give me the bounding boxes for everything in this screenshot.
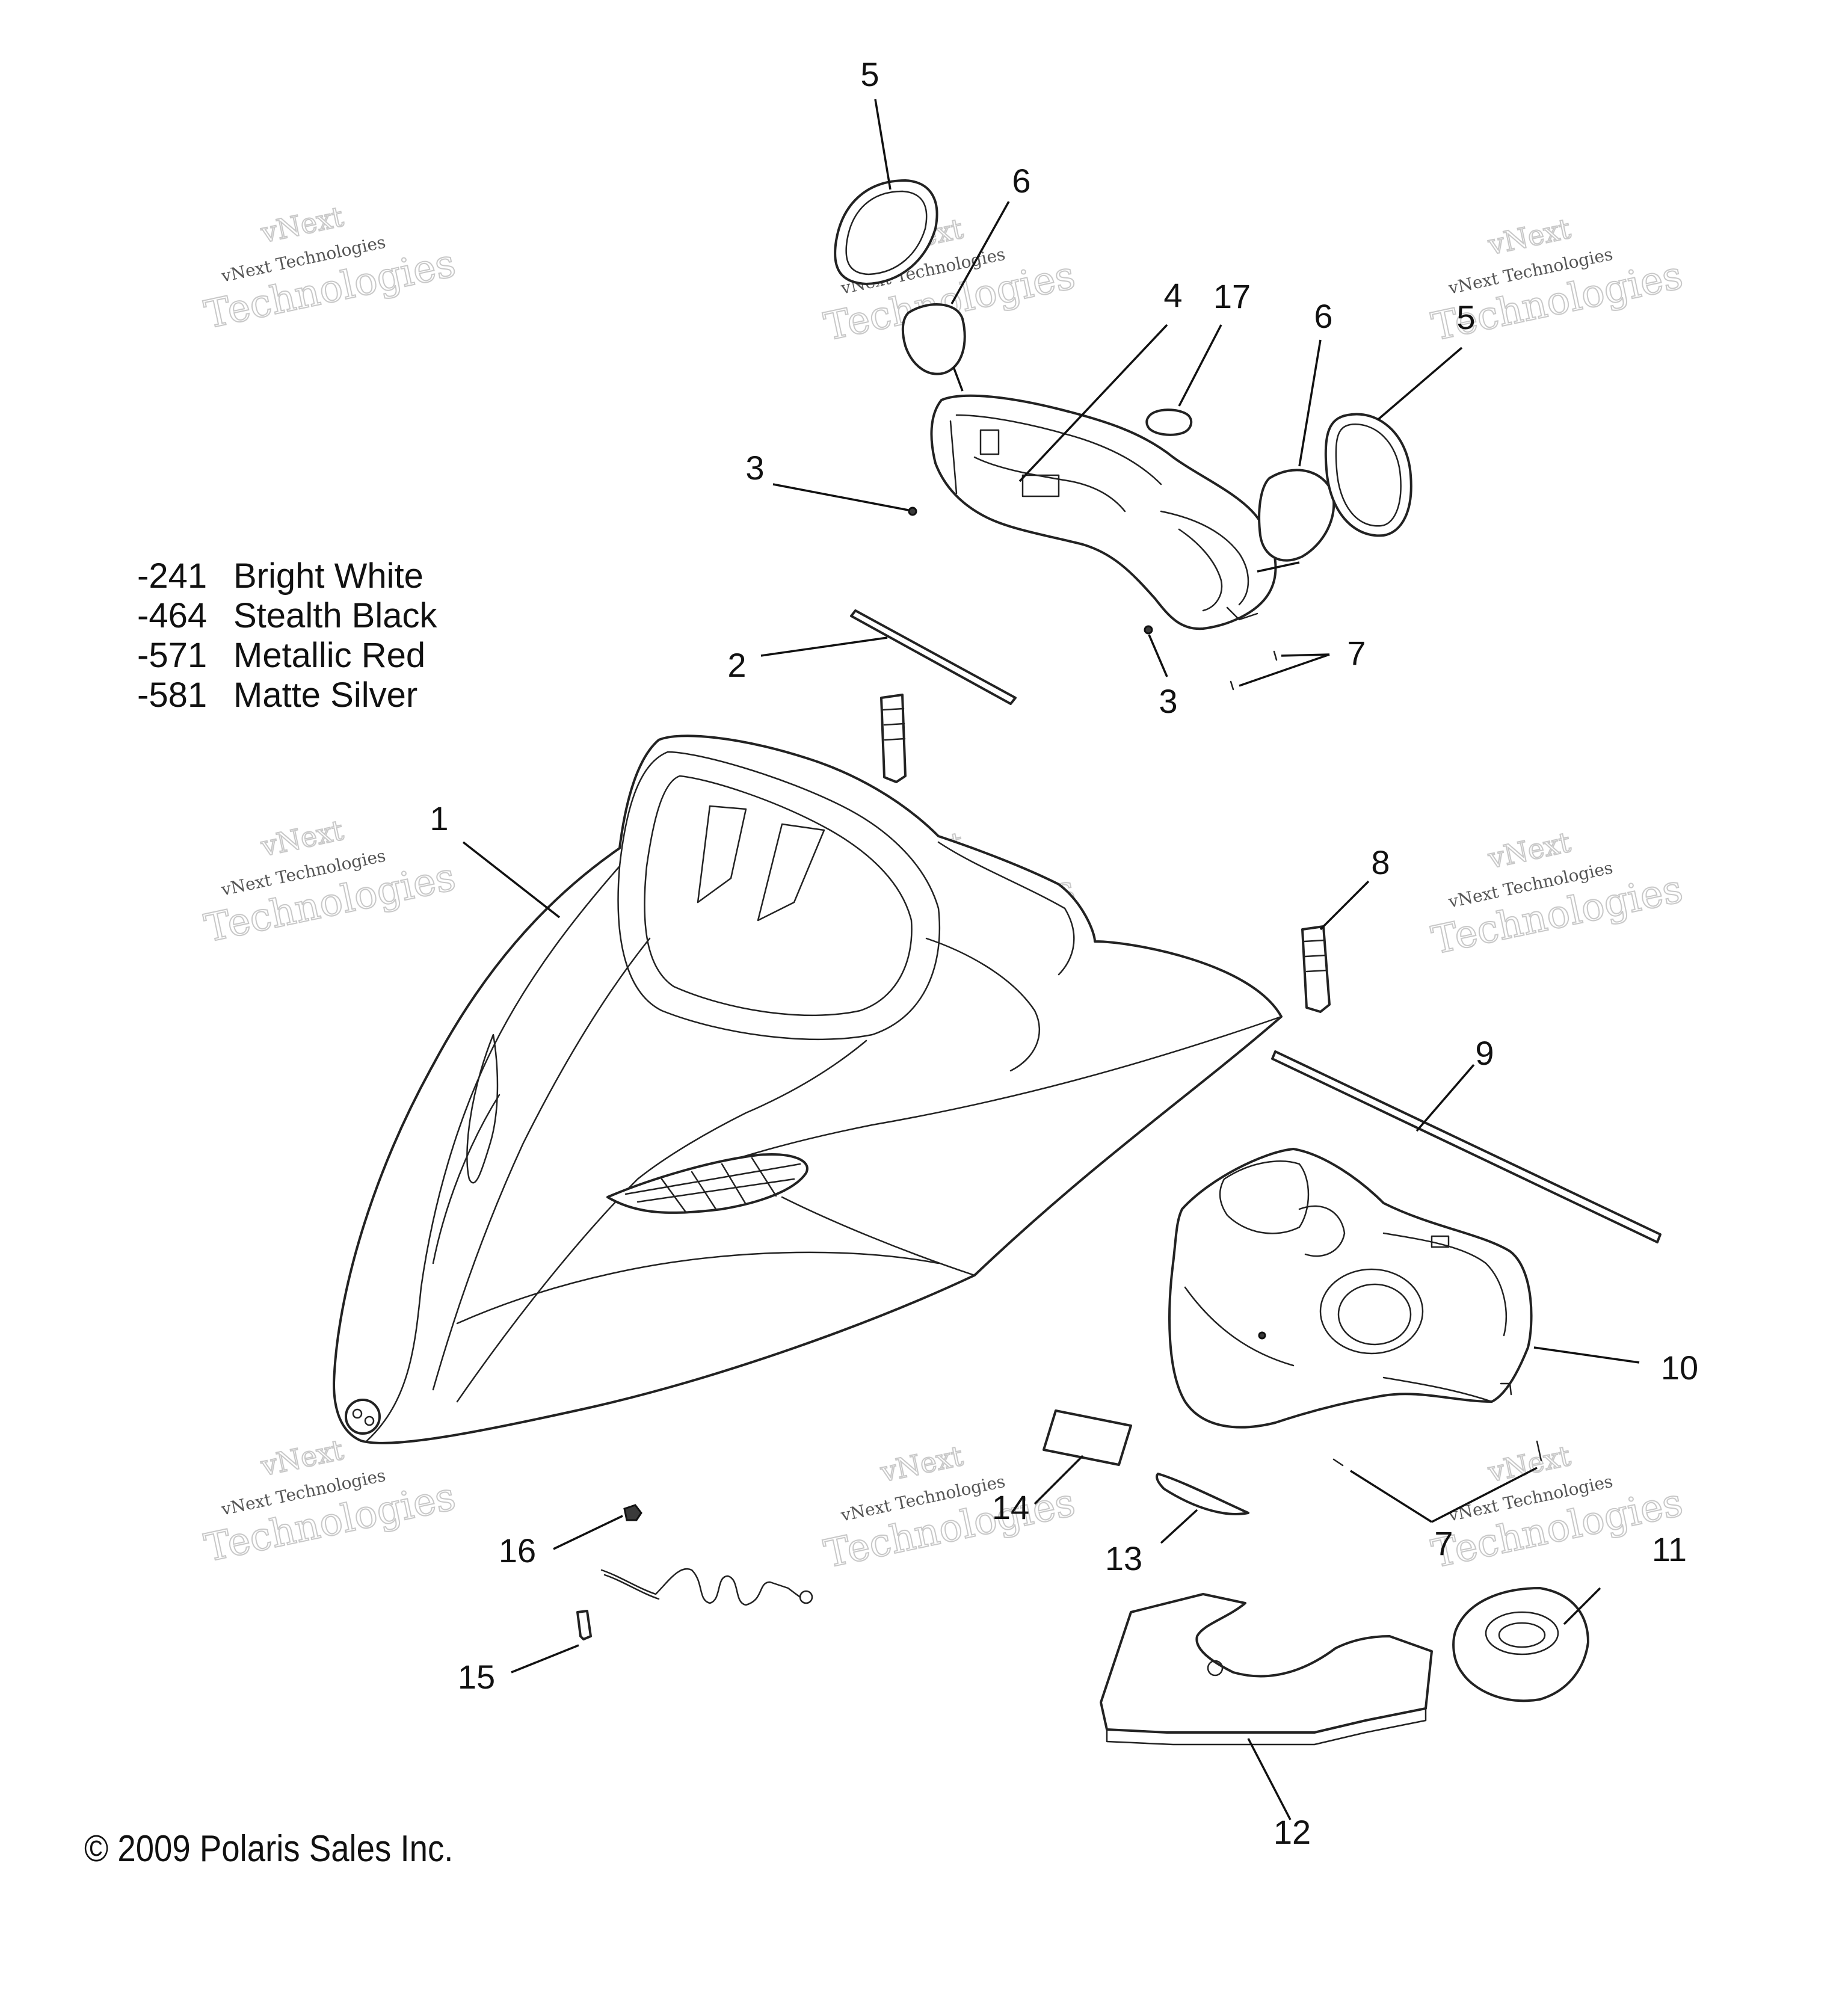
leader-lines (462, 99, 1640, 1820)
watermark-brand: vNext (1485, 212, 1574, 262)
callout-numbers: 5 6 4 17 6 5 3 3 7 2 1 8 9 10 7 14 13 11… (430, 55, 1698, 1851)
watermark-brand: vNext (257, 1434, 346, 1483)
wire-harness (600, 1568, 813, 1606)
legend-row: -241 Bright White (137, 556, 437, 596)
callout-16: 16 (499, 1532, 536, 1569)
callout-3-lower: 3 (1159, 682, 1177, 720)
part-3-screw (1144, 625, 1153, 635)
part-12-plate (1100, 1593, 1433, 1746)
callout-10: 10 (1661, 1349, 1698, 1387)
legend-row: -571 Metallic Red (137, 636, 437, 676)
part-1-hood (333, 734, 1283, 1444)
callout-7-lower: 7 (1434, 1524, 1453, 1562)
legend-color-name: Bright White (233, 556, 424, 596)
part-14-decal (1043, 1409, 1132, 1466)
part-17-bulb (1145, 408, 1193, 436)
callout-5-right: 5 (1456, 298, 1475, 336)
legend-code: -464 (137, 596, 208, 635)
legend-row: -464 Stealth Black (137, 596, 437, 636)
part-3-screw (908, 507, 917, 516)
watermark-brand: vNext (257, 814, 346, 863)
callout-1: 1 (430, 799, 448, 837)
callout-6-right: 6 (1314, 297, 1332, 335)
part-5-right-frame (1324, 413, 1412, 537)
callout-12: 12 (1274, 1813, 1311, 1851)
part-7-screws (1332, 1440, 1542, 1467)
part-15-bolt (576, 1610, 592, 1640)
legend-code: -581 (137, 676, 208, 715)
part-4-headlight-housing (930, 394, 1277, 630)
callout-11: 11 (1652, 1530, 1687, 1568)
legend-code: -571 (137, 636, 208, 675)
legend-color-name: Matte Silver (233, 676, 418, 715)
callout-8: 8 (1371, 843, 1390, 881)
callout-6-left: 6 (1012, 162, 1030, 200)
part-6-right-lens (1258, 469, 1335, 562)
part-2-rod (850, 609, 1017, 705)
callout-4: 4 (1163, 276, 1182, 314)
legend-color-name: Stealth Black (233, 596, 437, 635)
callout-15: 15 (458, 1658, 495, 1696)
part-6-left-lens (901, 303, 966, 375)
callout-14: 14 (992, 1488, 1029, 1526)
callout-13: 13 (1105, 1539, 1142, 1577)
callout-2: 2 (727, 646, 746, 684)
part-11-ring (1452, 1587, 1589, 1702)
callout-7-upper: 7 (1347, 634, 1366, 672)
part-7-pins (1230, 650, 1278, 691)
part-10-tray (1168, 1148, 1533, 1429)
watermark-brand: vNext (1485, 1440, 1574, 1489)
legend-color-name: Metallic Red (233, 636, 426, 675)
copyright-notice: © 2009 Polaris Sales Inc. (84, 1828, 454, 1870)
watermark-brand: vNext (1485, 826, 1574, 875)
part-16-nut (623, 1504, 642, 1521)
part-9-rod (1271, 1050, 1662, 1243)
legend-row: -581 Matte Silver (137, 676, 437, 715)
callout-3-upper: 3 (745, 449, 764, 487)
callout-17: 17 (1213, 277, 1251, 315)
legend-code: -241 (137, 556, 208, 596)
watermark-brand: vNext (877, 1440, 966, 1489)
callout-5-left: 5 (860, 55, 879, 93)
watermark-brand: vNext (257, 200, 346, 250)
part-5-left-frame (834, 179, 938, 285)
part-8-clip-right (1301, 925, 1331, 1013)
part-13-decal (1156, 1473, 1249, 1515)
callout-9: 9 (1475, 1034, 1494, 1072)
part-8-clip-upper (880, 694, 907, 783)
